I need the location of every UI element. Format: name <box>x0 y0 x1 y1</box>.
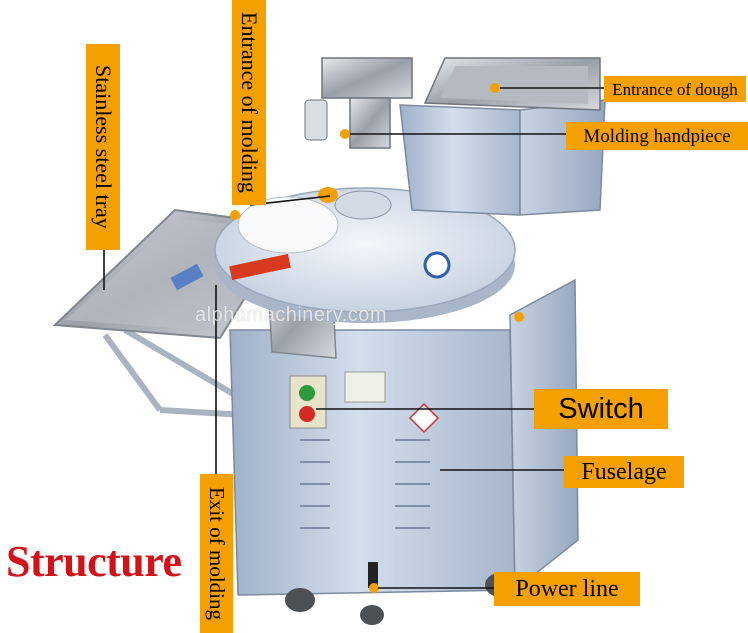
label-switch: Switch <box>534 389 668 429</box>
structure-title: Structure <box>6 537 182 586</box>
molding-handpiece <box>304 57 413 149</box>
molding-disk <box>214 187 524 323</box>
power-line-cable <box>368 562 379 593</box>
label-power-line: Power line <box>494 572 640 606</box>
label-exit-of-molding: Exit of molding <box>200 474 233 633</box>
label-stainless-steel-tray: Stainless steel tray <box>86 44 120 250</box>
label-entrance-of-molding: Entrance of molding <box>232 0 266 205</box>
label-fuselage: Fuselage <box>564 456 684 488</box>
label-entrance-of-dough: Entrance of dough <box>604 76 746 102</box>
watermark-text: alphamachinery.com <box>195 304 388 326</box>
switch-panel <box>289 375 327 429</box>
label-molding-handpiece: Molding handpiece <box>566 122 748 150</box>
tray-support <box>102 327 246 418</box>
top-column <box>230 99 606 220</box>
dough-tray <box>423 57 601 111</box>
